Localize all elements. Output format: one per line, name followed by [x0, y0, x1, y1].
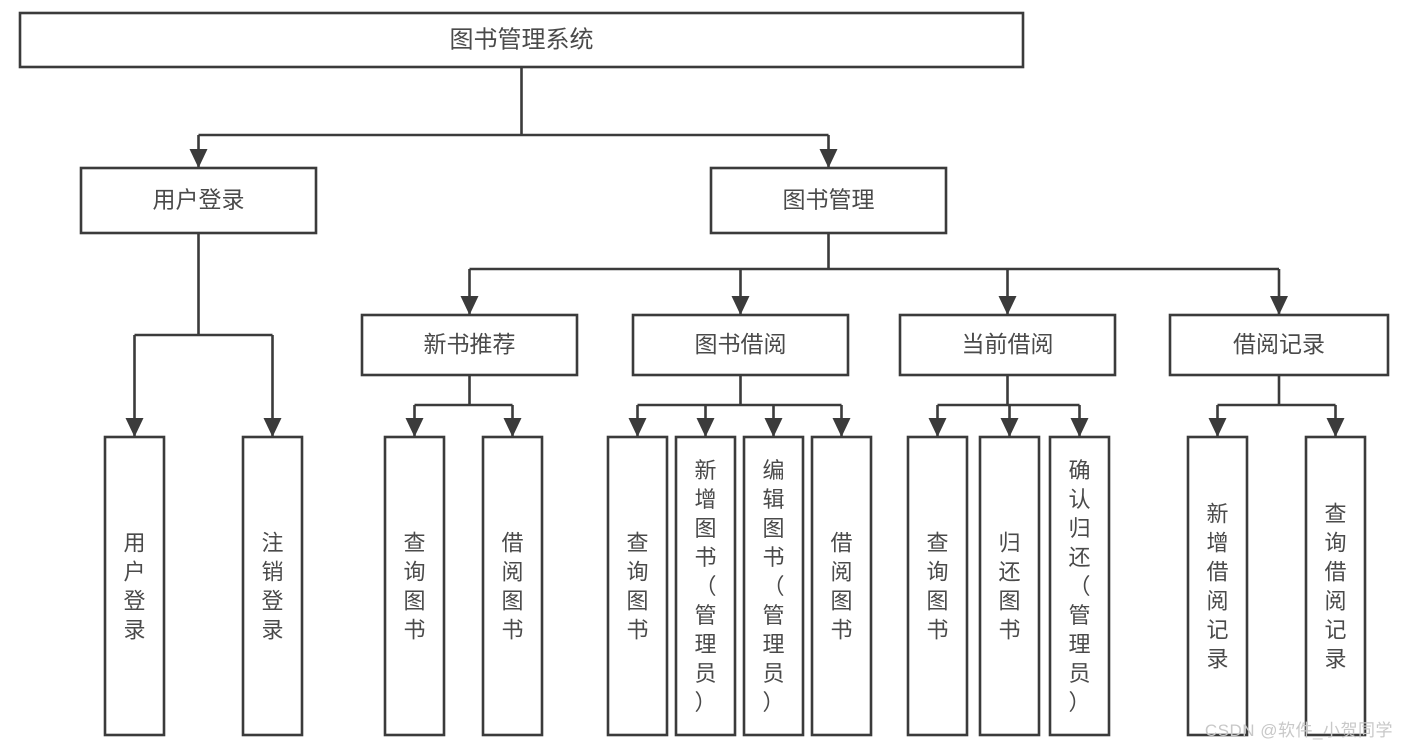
- book-borrow-arrow-1: [696, 418, 715, 437]
- node-leaf-logout-login-rect: [241, 435, 304, 737]
- node-leaf-query-book-2[interactable]: 查询图书: [606, 435, 669, 737]
- node-borrow-record-label: 借阅记录: [1233, 331, 1325, 357]
- root-arrow-0: [189, 149, 208, 168]
- edge-layer: [125, 67, 1345, 437]
- node-new-book-rec[interactable]: 新书推荐: [360, 313, 579, 377]
- node-current-borrow-rect: [898, 313, 1117, 377]
- current-borrow-arrow-1: [1000, 418, 1019, 437]
- book-manage-arrow-2: [998, 296, 1017, 315]
- node-root-rect: [18, 11, 1025, 69]
- node-leaf-edit-book[interactable]: 编辑图书（管理员）: [742, 435, 805, 737]
- node-leaf-borrow-book-1-label: 借阅图书: [501, 531, 523, 643]
- node-leaf-edit-book-label: 编辑图书（管理员）: [762, 458, 784, 715]
- node-current-borrow[interactable]: 当前借阅: [898, 313, 1117, 377]
- node-new-book-rec-rect: [360, 313, 579, 377]
- node-current-borrow-label: 当前借阅: [962, 331, 1054, 357]
- node-leaf-borrow-book-1[interactable]: 借阅图书: [481, 435, 544, 737]
- node-leaf-borrow-book-2-label: 借阅图书: [830, 531, 852, 643]
- node-root-label: 图书管理系统: [450, 26, 594, 53]
- book-borrow-arrow-3: [832, 418, 851, 437]
- current-borrow-arrow-0: [928, 418, 947, 437]
- node-user-login-label: 用户登录: [153, 187, 245, 213]
- node-user-login[interactable]: 用户登录: [79, 166, 318, 235]
- csdn-watermark: CSDN @软件_小贺同学: [1204, 721, 1393, 740]
- node-leaf-query-book-1-rect: [383, 435, 446, 737]
- node-book-borrow-label: 图书借阅: [695, 331, 787, 357]
- node-leaf-user-login-label: 用户登录: [123, 531, 145, 643]
- new-book-rec-arrow-1: [503, 418, 522, 437]
- node-leaf-add-record[interactable]: 新增借阅记录: [1186, 435, 1249, 737]
- user-login-arrow-1: [263, 418, 282, 437]
- node-leaf-confirm-return-label: 确认归还（管理员）: [1068, 458, 1090, 715]
- node-book-manage-rect: [709, 166, 948, 235]
- root-arrow-1: [819, 149, 838, 168]
- node-leaf-borrow-book-1-rect: [481, 435, 544, 737]
- node-leaf-query-book-2-rect: [606, 435, 669, 737]
- node-leaf-query-book-3-rect: [906, 435, 969, 737]
- node-leaf-query-book-3-label: 查询图书: [926, 531, 948, 643]
- node-leaf-query-book-2-label: 查询图书: [626, 531, 648, 643]
- node-leaf-user-login-rect: [103, 435, 166, 737]
- node-leaf-add-book-rect: [674, 435, 737, 737]
- book-borrow-arrow-2: [764, 418, 783, 437]
- node-leaf-logout-login[interactable]: 注销登录: [241, 435, 304, 737]
- node-leaf-add-book[interactable]: 新增图书（管理员）: [674, 435, 737, 737]
- node-leaf-query-record-rect: [1304, 435, 1367, 737]
- node-leaf-borrow-book-2[interactable]: 借阅图书: [810, 435, 873, 737]
- borrow-record-arrow-1: [1326, 418, 1345, 437]
- node-leaf-add-book-label: 新增图书（管理员）: [694, 458, 716, 715]
- node-root[interactable]: 图书管理系统: [18, 11, 1025, 69]
- node-leaf-add-record-rect: [1186, 435, 1249, 737]
- book-manage-arrow-1: [731, 296, 750, 315]
- node-leaf-query-book-3[interactable]: 查询图书: [906, 435, 969, 737]
- node-leaf-confirm-return-rect: [1048, 435, 1111, 737]
- node-borrow-record-rect: [1168, 313, 1390, 377]
- node-book-manage-label: 图书管理: [783, 187, 875, 213]
- current-borrow-arrow-2: [1070, 418, 1089, 437]
- node-book-borrow[interactable]: 图书借阅: [631, 313, 850, 377]
- node-book-manage[interactable]: 图书管理: [709, 166, 948, 235]
- node-borrow-record[interactable]: 借阅记录: [1168, 313, 1390, 377]
- node-new-book-rec-label: 新书推荐: [424, 331, 516, 357]
- node-leaf-query-record-label: 查询借阅记录: [1324, 502, 1346, 672]
- node-leaf-query-record[interactable]: 查询借阅记录: [1304, 435, 1367, 737]
- node-leaf-query-book-1-label: 查询图书: [403, 531, 425, 643]
- book-manage-arrow-0: [460, 296, 479, 315]
- book-borrow-arrow-0: [628, 418, 647, 437]
- node-leaf-borrow-book-2-rect: [810, 435, 873, 737]
- node-leaf-logout-login-label: 注销登录: [261, 531, 283, 643]
- borrow-record-arrow-0: [1208, 418, 1227, 437]
- new-book-rec-arrow-0: [405, 418, 424, 437]
- book-manage-arrow-3: [1270, 296, 1288, 315]
- node-leaf-query-book-1[interactable]: 查询图书: [383, 435, 446, 737]
- node-leaf-return-book-rect: [978, 435, 1041, 737]
- node-leaf-confirm-return[interactable]: 确认归还（管理员）: [1048, 435, 1111, 737]
- node-leaf-return-book-label: 归还图书: [998, 531, 1020, 643]
- node-leaf-return-book[interactable]: 归还图书: [978, 435, 1041, 737]
- node-user-login-rect: [79, 166, 318, 235]
- node-leaf-edit-book-rect: [742, 435, 805, 737]
- node-book-borrow-rect: [631, 313, 850, 377]
- user-login-arrow-0: [125, 418, 144, 437]
- node-leaf-add-record-label: 新增借阅记录: [1206, 502, 1228, 672]
- node-leaf-user-login[interactable]: 用户登录: [103, 435, 166, 737]
